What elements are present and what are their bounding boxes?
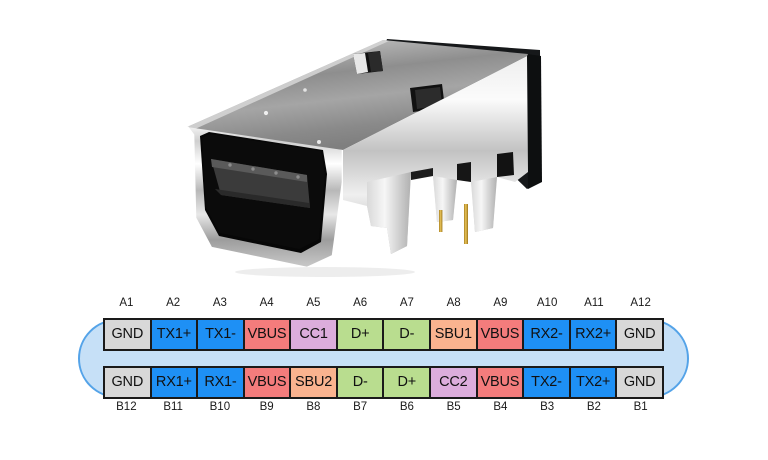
pin-cell-b10[interactable]: RX1- xyxy=(198,368,245,397)
pin-id-b9: B9 xyxy=(259,401,274,413)
pin-id-b7: B7 xyxy=(353,401,368,413)
pin-id-a9: A9 xyxy=(493,297,508,309)
receptacle-tongue-top xyxy=(211,159,307,182)
pin-cell-a9[interactable]: VBUS xyxy=(477,320,525,349)
receptacle-tongue-bottom xyxy=(215,189,310,208)
pin-cell-a6[interactable]: D+ xyxy=(337,320,385,349)
pin-id-b6: B6 xyxy=(399,401,414,413)
pin-id-a8: A8 xyxy=(446,297,461,309)
pin-cell-b4[interactable]: VBUS xyxy=(477,368,525,397)
connector-photo-area xyxy=(175,32,585,282)
pin-id-b8: B8 xyxy=(306,401,321,413)
pin-cell-b9[interactable]: VBUS xyxy=(244,368,292,397)
tongue-contact xyxy=(251,167,255,171)
pin-id-a2: A2 xyxy=(166,297,181,309)
pin-cell-a12[interactable]: GND xyxy=(617,320,662,349)
pin-id-a11: A11 xyxy=(584,297,604,309)
pin-cell-b7[interactable]: D- xyxy=(337,368,385,397)
pin-id-b5: B5 xyxy=(446,401,461,413)
leg-slot-1 xyxy=(411,168,433,180)
pin-row-a: GND TX1+ TX1- VBUS CC1 D+ D- SBU1 VBUS R… xyxy=(103,318,664,351)
pin-id-b10: B10 xyxy=(209,401,231,413)
top-speckle xyxy=(317,140,321,144)
pin-cell-b2[interactable]: TX2+ xyxy=(570,368,618,397)
pin-id-a7: A7 xyxy=(399,297,414,309)
leg-slot-2 xyxy=(457,162,471,182)
pin-cell-a10[interactable]: RX2- xyxy=(524,320,571,349)
leg-slot-3 xyxy=(497,152,514,177)
top-latch-shadow-1 xyxy=(368,51,383,72)
pin-id-b3: B3 xyxy=(540,401,555,413)
pin-cell-b1[interactable]: GND xyxy=(617,368,662,397)
top-speckle xyxy=(263,110,269,116)
pin-id-b11: B11 xyxy=(163,401,183,413)
pin-cell-b8[interactable]: SBU2 xyxy=(291,368,338,397)
pin-id-a6: A6 xyxy=(353,297,368,309)
pin-cell-a5[interactable]: CC1 xyxy=(291,320,338,349)
pin-id-b12: B12 xyxy=(116,401,137,413)
pin-cell-b11[interactable]: RX1+ xyxy=(151,368,199,397)
solder-pin-gold xyxy=(464,204,468,244)
pin-cell-b6[interactable]: D+ xyxy=(384,368,432,397)
tongue-contact xyxy=(274,171,278,175)
pin-id-a3: A3 xyxy=(212,297,227,309)
usb-c-connector-illustration xyxy=(185,39,542,277)
pin-cell-a11[interactable]: RX2+ xyxy=(570,320,618,349)
usb-c-receptacle-photo xyxy=(175,32,585,282)
pin-id-a10: A10 xyxy=(536,297,558,309)
pin-id-a5: A5 xyxy=(306,297,321,309)
pin-cell-a4[interactable]: VBUS xyxy=(244,320,292,349)
shell-top-face xyxy=(187,40,528,150)
pin-cell-b5[interactable]: CC2 xyxy=(431,368,478,397)
row-b-wrapper: GND RX1+ RX1- VBUS SBU2 D- D+ CC2 VBUS T… xyxy=(103,366,664,399)
pin-cell-b3[interactable]: TX2- xyxy=(524,368,571,397)
tongue-contact xyxy=(296,175,300,179)
solder-pin-gold xyxy=(439,210,443,232)
mounting-leg-3 xyxy=(471,177,497,232)
mounting-leg-2 xyxy=(433,176,457,222)
pin-id-b4: B4 xyxy=(493,401,508,413)
top-latch-tab-1 xyxy=(353,53,368,74)
pin-cell-a8[interactable]: SBU1 xyxy=(431,320,478,349)
pin-row-b: GND RX1+ RX1- VBUS SBU2 D- D+ CC2 VBUS T… xyxy=(103,366,664,399)
top-speckle xyxy=(303,88,307,92)
pin-id-b1: B1 xyxy=(633,401,648,413)
row-a-pin-id-labels: A1 A2 A3 A4 A5 A6 A7 A8 A9 A10 A11 A12 xyxy=(103,297,664,310)
pin-id-a4: A4 xyxy=(259,297,274,309)
pin-cell-a1[interactable]: GND xyxy=(105,320,152,349)
mounting-leg-1 xyxy=(367,172,411,254)
pin-id-a12: A12 xyxy=(630,297,651,309)
row-a-wrapper: GND TX1+ TX1- VBUS CC1 D+ D- SBU1 VBUS R… xyxy=(103,318,664,351)
pin-cell-a2[interactable]: TX1+ xyxy=(151,320,199,349)
usb-c-pinout-diagram: A1 A2 A3 A4 A5 A6 A7 A8 A9 A10 A11 A12 G… xyxy=(0,292,768,460)
pin-cell-a3[interactable]: TX1- xyxy=(198,320,245,349)
tongue-contact xyxy=(228,163,232,167)
pin-cell-a7[interactable]: D- xyxy=(384,320,432,349)
pin-id-a1: A1 xyxy=(119,297,134,309)
drop-shadow xyxy=(235,267,415,277)
rear-plastic-side xyxy=(527,54,542,189)
pin-cell-b12[interactable]: GND xyxy=(105,368,152,397)
shell-top-highlight xyxy=(187,40,389,129)
row-b-pin-id-labels: B12 B11 B10 B9 B8 B7 B6 B5 B4 B3 B2 B1 xyxy=(103,401,664,414)
pin-id-b2: B2 xyxy=(586,401,601,413)
shell-front-rim xyxy=(185,126,345,270)
